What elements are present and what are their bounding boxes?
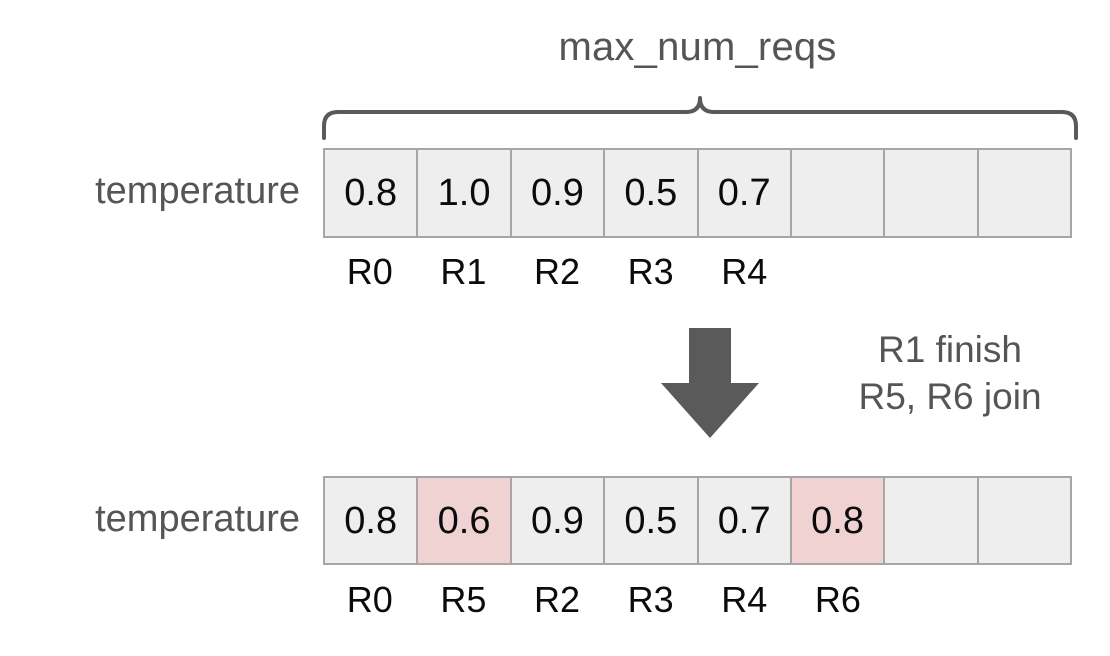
table-cell-empty[interactable] xyxy=(978,150,1070,236)
request-id-label-empty xyxy=(885,580,979,620)
page-title: max_num_reqs xyxy=(558,25,837,69)
request-id-labels-before: R0 R1 R2 R3 R4 xyxy=(323,252,1072,292)
request-id-label: R2 xyxy=(534,579,581,620)
table-cell-empty[interactable] xyxy=(791,150,886,236)
table-cell[interactable]: 0.9 xyxy=(511,150,606,236)
table-cell-highlighted[interactable]: 0.6 xyxy=(418,478,512,563)
request-id-label: R3 xyxy=(627,579,674,620)
row-label-temperature-after: temperature xyxy=(95,498,300,540)
transition-line-2: R5, R6 join xyxy=(858,376,1042,418)
row-label-temperature-before: temperature xyxy=(95,170,300,212)
table-cell[interactable]: 0.7 xyxy=(698,478,792,563)
request-id-label: R3 xyxy=(627,251,674,292)
request-id-label: R4 xyxy=(721,251,768,292)
curly-brace-icon xyxy=(318,88,1082,140)
request-id-label-empty xyxy=(978,580,1072,620)
request-id-label: R4 xyxy=(721,579,768,620)
table-cell-empty[interactable] xyxy=(885,150,979,236)
table-cell[interactable]: 0.9 xyxy=(511,478,606,563)
table-cell-empty[interactable] xyxy=(885,478,979,563)
table-cell[interactable]: 0.5 xyxy=(605,478,699,563)
request-id-label: R5 xyxy=(440,579,487,620)
transition-annotation: R1 finish R5, R6 join xyxy=(800,326,1100,421)
request-id-label: R2 xyxy=(534,251,581,292)
table-cell[interactable]: 0.7 xyxy=(698,150,792,236)
table-cell[interactable]: 1.0 xyxy=(418,150,512,236)
request-id-label: R0 xyxy=(346,579,393,620)
request-id-labels-after: R0 R5 R2 R3 R4 R6 xyxy=(323,580,1072,620)
table-cell-empty[interactable] xyxy=(978,478,1070,563)
down-arrow-icon xyxy=(655,328,765,443)
table-cell[interactable]: 0.8 xyxy=(325,150,419,236)
request-id-label-empty xyxy=(791,252,885,292)
temperature-table-before: 0.8 1.0 0.9 0.5 0.7 xyxy=(323,148,1072,238)
table-cell-highlighted[interactable]: 0.8 xyxy=(791,478,886,563)
table-cell[interactable]: 0.8 xyxy=(325,478,419,563)
request-id-label-empty xyxy=(885,252,979,292)
table-cell[interactable]: 0.5 xyxy=(605,150,699,236)
request-id-label-empty xyxy=(978,252,1072,292)
request-id-label: R0 xyxy=(346,251,393,292)
transition-line-1: R1 finish xyxy=(878,329,1022,370)
request-id-label: R6 xyxy=(814,579,861,620)
request-id-label: R1 xyxy=(440,251,487,292)
temperature-table-after: 0.8 0.6 0.9 0.5 0.7 0.8 xyxy=(323,476,1072,565)
